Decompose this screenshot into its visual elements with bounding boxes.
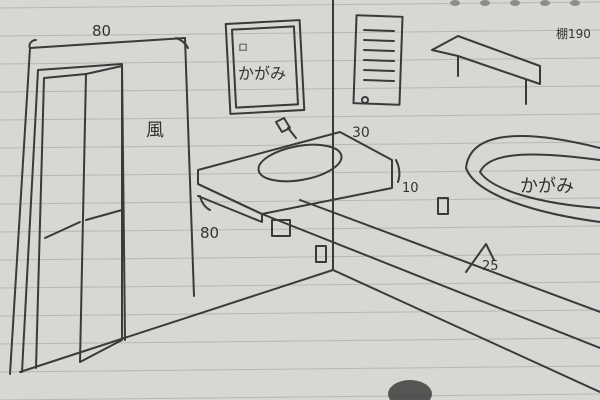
label-ledge-width: 25 — [482, 259, 499, 274]
door-frame — [9, 37, 195, 375]
label-fan-symbol: 風 — [146, 120, 164, 141]
outlet-right — [437, 197, 449, 215]
door-panel-left — [35, 73, 87, 369]
outlet-left — [315, 245, 327, 263]
label-door-width: 80 — [92, 22, 112, 40]
label-mirror-right: かがみ — [520, 176, 574, 197]
wall-shelf — [431, 35, 541, 85]
label-sink-depth: 80 — [200, 224, 220, 242]
label-mirror-left-small: ロ — [238, 43, 248, 54]
under-sink-bucket — [271, 219, 291, 237]
sink-basin — [257, 143, 343, 183]
door-frame-inner — [21, 63, 126, 373]
sink-counter-ext-2 — [299, 199, 600, 313]
label-counter-gap: 10 — [402, 181, 419, 196]
wall-mirror-inner — [231, 25, 299, 109]
label-counter-width: 30 — [352, 125, 370, 141]
dimension-arc-left — [28, 39, 37, 49]
sink-counter-front — [197, 183, 263, 223]
ledge-marker — [465, 243, 495, 273]
thumb-shadow — [388, 380, 432, 400]
dimension-arc-sink — [199, 195, 211, 211]
sink-counter-ext — [261, 213, 600, 349]
bathtub-rim — [465, 135, 600, 223]
dimension-arc-right — [395, 159, 401, 183]
floor-line-right — [332, 269, 600, 393]
door-handle-line — [44, 221, 81, 239]
spiral-binding — [450, 0, 580, 6]
door-panel-right — [79, 65, 123, 363]
heater-knob — [361, 96, 369, 104]
door-handle-line-2 — [85, 209, 123, 221]
wall-mirror-frame — [224, 19, 306, 115]
faucet — [275, 117, 297, 139]
dimension-arc-top — [175, 37, 189, 49]
towel-heater — [352, 14, 404, 106]
floor-line-left — [19, 269, 334, 373]
label-corner-note: 棚190 — [556, 27, 591, 41]
bathtub-inner — [479, 153, 600, 209]
label-mirror-left: かがみ — [238, 64, 287, 83]
towel-heater-bars — [363, 29, 395, 82]
